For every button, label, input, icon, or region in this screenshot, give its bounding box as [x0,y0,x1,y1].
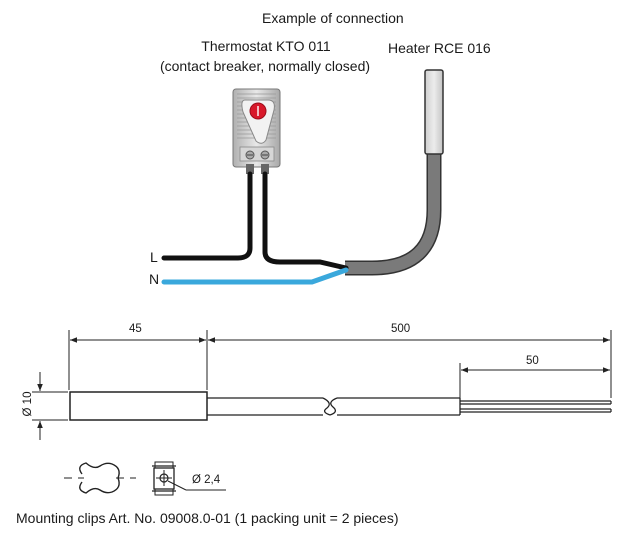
mounting-clip-front-icon [152,461,226,496]
heater-icon [345,69,444,276]
thermostat-name: Thermostat KTO 011 [201,38,331,54]
dimension-length-cable: 500 [391,323,411,335]
thermostat-icon [232,88,281,174]
dimension-length-strip: 50 [526,355,539,367]
mounting-clip-side-icon [64,462,136,494]
wire-label-neutral: N [149,271,160,287]
heater-name: Heater RCE 016 [388,40,491,56]
dimension-drawing [32,330,612,440]
wiring [161,171,349,285]
thermostat-description: (contact breaker, normally closed) [159,58,371,74]
wire-label-live: L [150,249,158,265]
footer-note: Mounting clips Art. No. 09008.0-01 (1 pa… [16,510,399,526]
dimension-length-body: 45 [129,323,142,335]
diagram-title: Example of connection [262,10,404,26]
dimension-hole: Ø 2,4 [192,474,221,486]
